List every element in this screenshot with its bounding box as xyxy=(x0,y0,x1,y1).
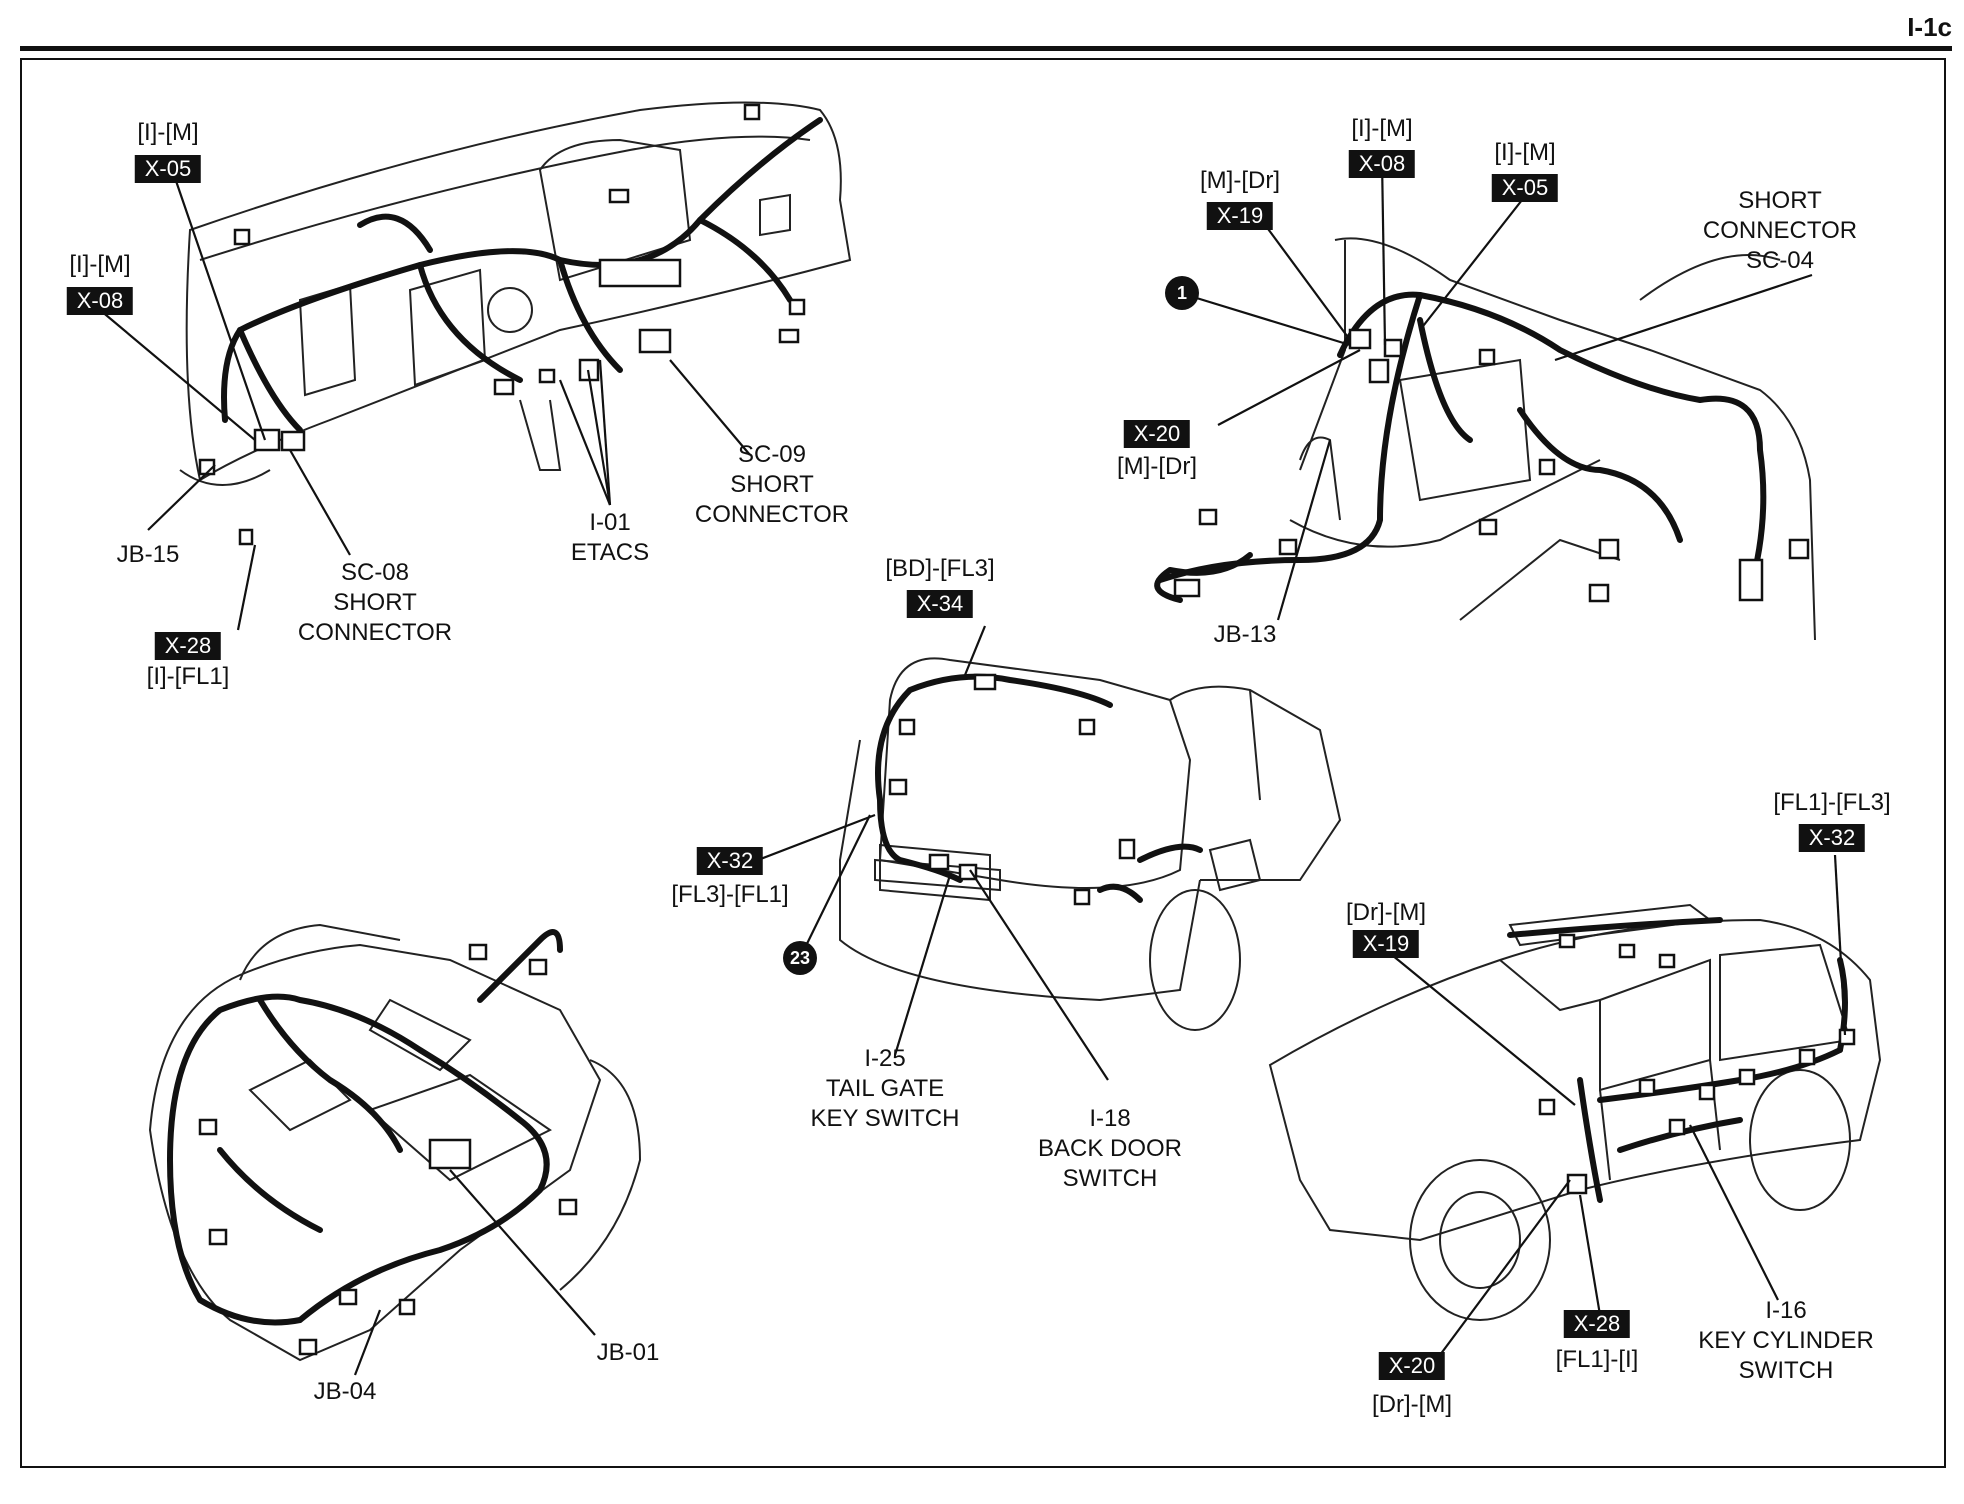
dashboard-leaders xyxy=(99,177,751,631)
engine-bay-leaders xyxy=(353,1169,596,1376)
label-i-m-x08-right: [I]-[M] xyxy=(1351,115,1413,142)
tag-x34: X-34 xyxy=(906,590,974,618)
label-m-dr-x19: [M]-[Dr] xyxy=(1200,167,1280,194)
tag-x05-right: X-05 xyxy=(1491,174,1559,202)
label-fl1-i: [FL1]-[I] xyxy=(1555,1346,1639,1373)
label-i16: I-16 KEY CYLINDER SWITCH xyxy=(1698,1297,1874,1384)
side-vehicle-illustration xyxy=(1268,903,1882,1321)
tag-x19-top: X-19 xyxy=(1206,202,1274,230)
tag-x28-left: X-28 xyxy=(154,632,222,660)
interior-leaders xyxy=(1189,159,1813,621)
tag-x32-mid: X-32 xyxy=(696,847,764,875)
label-sc09: SC-09 SHORT CONNECTOR xyxy=(694,441,850,528)
label-i-m-x05-right: [I]-[M] xyxy=(1494,139,1556,166)
rear-leaders xyxy=(757,625,1109,1081)
label-jb01: JB-01 xyxy=(596,1339,660,1366)
marker-1: 1 xyxy=(1165,276,1199,310)
diagram-frame xyxy=(20,58,1946,1468)
top-rule xyxy=(20,46,1952,51)
label-jb04: JB-04 xyxy=(313,1378,377,1405)
label-i-fl1: [I]-[FL1] xyxy=(146,663,230,690)
engine-bay-illustration xyxy=(148,923,642,1362)
tag-x32-right: X-32 xyxy=(1798,824,1866,852)
label-sc04: SHORT CONNECTOR SC-04 xyxy=(1702,187,1858,274)
label-i-m-x08: [I]-[M] xyxy=(69,251,131,278)
interior-illustration xyxy=(1154,237,1816,641)
label-i25: I-25 TAIL GATE KEY SWITCH xyxy=(810,1045,960,1132)
label-m-dr-x20: [M]-[Dr] xyxy=(1117,453,1197,480)
label-i01-etacs: I-01 ETACS xyxy=(570,509,650,566)
label-bd-fl3: [BD]-[FL3] xyxy=(885,555,995,582)
side-vehicle-leaders xyxy=(1391,854,1847,1356)
tag-x28-right: X-28 xyxy=(1563,1310,1631,1338)
label-jb15: JB-15 xyxy=(116,541,180,568)
label-dr-m-x20: [Dr]-[M] xyxy=(1372,1391,1452,1418)
label-i18: I-18 BACK DOOR SWITCH xyxy=(1037,1105,1183,1192)
tag-x20-bottom: X-20 xyxy=(1378,1352,1446,1380)
label-sc08: SC-08 SHORT CONNECTOR xyxy=(297,559,453,646)
rear-vehicle-illustration xyxy=(839,657,1342,1031)
page-number: I-1c xyxy=(1907,12,1952,42)
label-jb13: JB-13 xyxy=(1213,621,1277,648)
tag-x08-right: X-08 xyxy=(1348,150,1416,178)
label-i-m-x05: [I]-[M] xyxy=(137,119,199,146)
label-fl3-fl1: [FL3]-[FL1] xyxy=(671,881,789,908)
tag-x05-left: X-05 xyxy=(134,155,202,183)
label-dr-m-x19: [Dr]-[M] xyxy=(1346,899,1426,926)
label-fl1-fl3: [FL1]-[FL3] xyxy=(1773,789,1891,816)
tag-x19-bottom: X-19 xyxy=(1352,930,1420,958)
tag-x20-top: X-20 xyxy=(1123,420,1191,448)
tag-x08-left: X-08 xyxy=(66,287,134,315)
marker-23: 23 xyxy=(783,941,817,975)
